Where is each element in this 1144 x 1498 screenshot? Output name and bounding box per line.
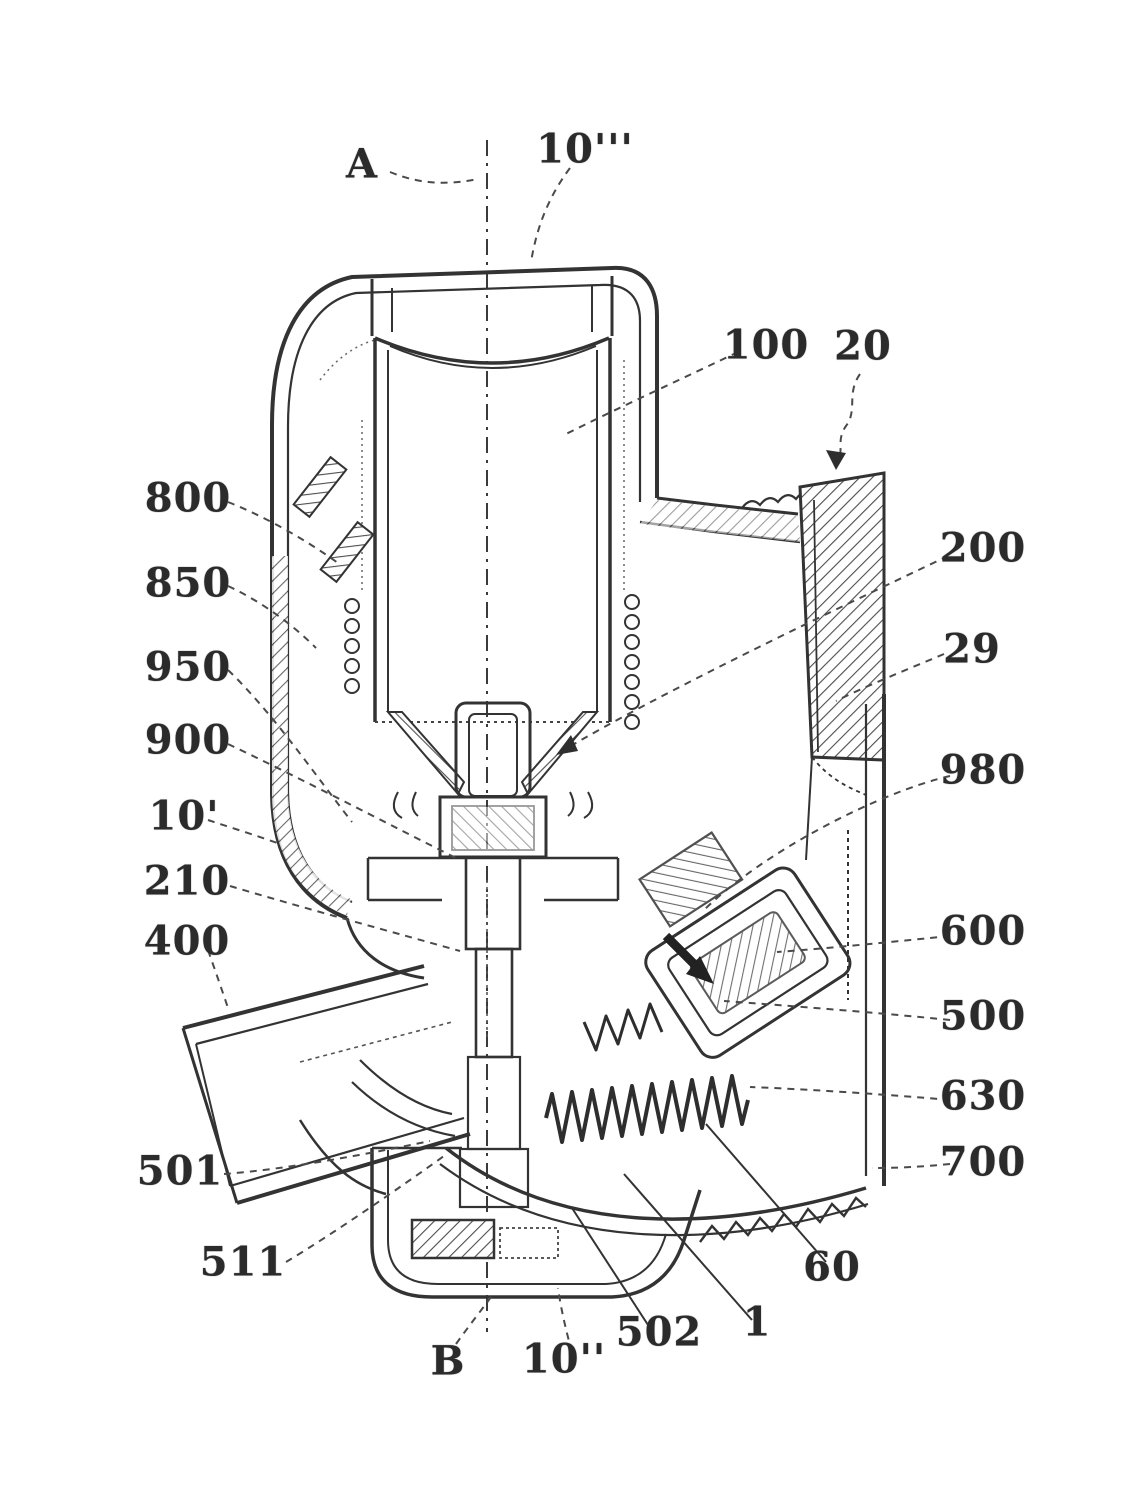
flange-part-20 — [639, 471, 886, 861]
leader-400 — [207, 949, 229, 1009]
leader-B — [455, 1296, 492, 1345]
label-29: 29 — [943, 625, 1001, 673]
label-950: 950 — [144, 643, 232, 691]
label-10-triple-prime: 10''' — [536, 125, 634, 173]
leader-20 — [837, 373, 861, 463]
springs — [544, 1002, 750, 1144]
leader-A — [389, 171, 479, 184]
leader-511 — [285, 1155, 445, 1263]
label-1: 1 — [742, 1298, 772, 1346]
label-502: 502 — [615, 1308, 703, 1356]
arrowheads — [556, 450, 846, 755]
angled-insert — [644, 866, 852, 1059]
label-200: 200 — [939, 524, 1027, 572]
leader-502 — [571, 1207, 651, 1329]
base-tray — [370, 1146, 702, 1299]
label-511: 511 — [199, 1238, 287, 1286]
label-900: 900 — [144, 716, 232, 764]
label-850: 850 — [144, 559, 232, 607]
leader-800 — [227, 501, 339, 564]
leader-900 — [227, 743, 457, 859]
label-400: 400 — [143, 917, 231, 965]
leader-1 — [623, 1173, 753, 1321]
leader-700 — [871, 1163, 951, 1169]
top-rim — [370, 276, 614, 369]
leader-980 — [701, 775, 951, 913]
solid-leaders — [571, 1123, 827, 1329]
label-800: 800 — [144, 474, 232, 522]
label-630: 630 — [939, 1072, 1027, 1120]
leader-60 — [705, 1123, 827, 1263]
label-A: A — [345, 140, 379, 188]
label-700: 700 — [939, 1138, 1027, 1186]
arrowhead-20 — [826, 450, 846, 470]
label-20: 20 — [834, 322, 892, 370]
skirt — [439, 1146, 869, 1243]
label-500: 500 — [939, 992, 1027, 1040]
leader-29 — [835, 653, 945, 702]
label-210: 210 — [143, 857, 231, 905]
label-10-double-prime: 10'' — [521, 1335, 607, 1383]
label-B: B — [430, 1337, 466, 1385]
inner-container — [373, 338, 612, 819]
label-10-prime: 10' — [148, 792, 220, 840]
leader-850 — [227, 585, 317, 649]
leader-600 — [776, 935, 951, 953]
label-501: 501 — [136, 1147, 224, 1195]
seal-beads-right — [624, 594, 640, 730]
valve-stem-assembly — [366, 701, 620, 1209]
leader-210 — [229, 885, 461, 952]
arrowhead-200 — [556, 735, 578, 755]
label-980: 980 — [939, 746, 1027, 794]
flow-arrow — [662, 932, 714, 984]
leader-630 — [749, 1086, 951, 1101]
leader-100 — [565, 351, 739, 435]
seal-beads-left — [344, 598, 360, 694]
leader-lines — [207, 167, 951, 1353]
leader-501 — [223, 1140, 431, 1175]
leader-10t — [530, 167, 571, 263]
spout — [181, 917, 471, 1205]
outer-shell — [270, 265, 659, 920]
cup-wall — [811, 694, 886, 1186]
label-600: 600 — [939, 907, 1027, 955]
label-100: 100 — [722, 321, 810, 369]
leader-10d — [557, 1287, 573, 1353]
hatched-rods — [292, 455, 375, 584]
leader-10p — [207, 819, 281, 845]
label-60: 60 — [803, 1243, 861, 1291]
angled-block-980 — [638, 831, 744, 928]
leader-500 — [723, 1000, 951, 1021]
leader-950 — [227, 669, 353, 823]
leader-200 — [563, 555, 949, 751]
